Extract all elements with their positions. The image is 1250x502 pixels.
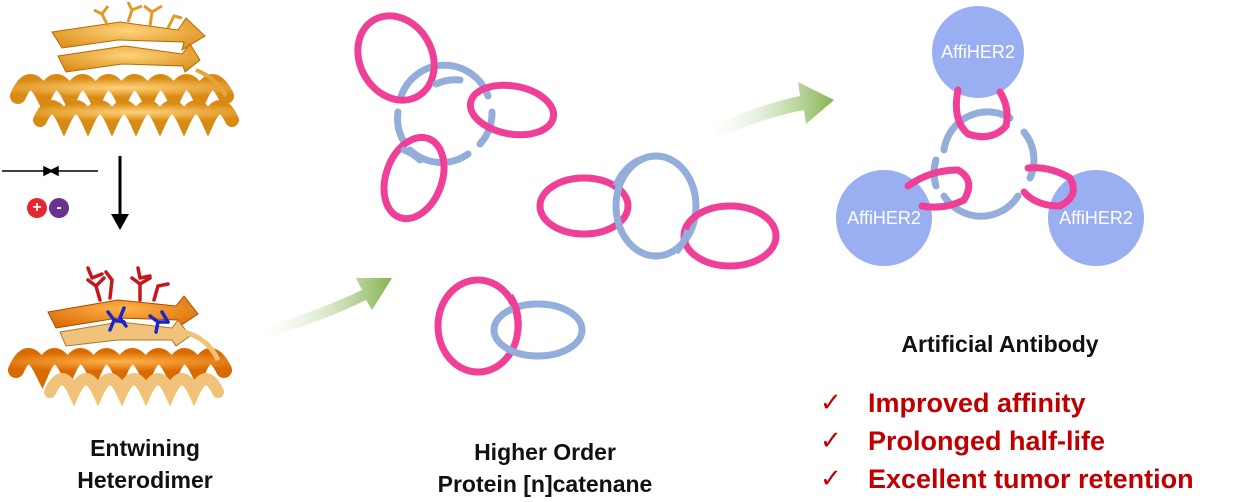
caption-heterodimer-line2: Heterodimer [77,467,213,493]
check-icon: ✓ [820,388,842,418]
catenane-linear-three [536,152,780,270]
check-icon: ✓ [820,426,842,456]
progression-arrow-2 [708,82,834,140]
caption-heterodimer-line1: Entwining [90,435,200,461]
benefit-text: Prolonged half-life [868,425,1106,456]
positive-charge-icon: + [27,198,47,218]
benefit-text: Improved affinity [868,387,1086,418]
antibody-assembly: AffiHER2 AffiHER2 AffiHER2 [836,6,1144,266]
caption-heterodimer: Entwining Heterodimer [50,432,240,496]
benefit-item: ✓ Excellent tumor retention [820,460,1194,498]
down-arrow [111,156,129,230]
sphere-left [836,170,932,266]
caption-antibody: Artificial Antibody [901,331,1099,357]
protein-structure-top [10,1,239,137]
protein-structure-bottom [8,266,232,407]
sphere-top [932,6,1024,98]
progression-arrow-1 [262,278,392,338]
caption-catenane-line1: Higher Order [474,439,616,465]
check-icon: ✓ [820,464,842,494]
benefit-text: Excellent tumor retention [868,463,1194,494]
catenane-two-ring [434,276,586,376]
sphere-right-label: AffiHER2 [1059,208,1133,228]
sphere-left-label: AffiHER2 [847,208,921,228]
benefit-item: ✓ Improved affinity [820,384,1194,422]
benefit-item: ✓ Prolonged half-life [820,422,1194,460]
caption-catenane-line2: Protein [n]catenane [437,471,653,497]
caption-catenane: Higher Order Protein [n]catenane [410,436,680,500]
benefit-list: ✓ Improved affinity ✓ Prolonged half-lif… [820,384,1194,498]
negative-charge-icon: - [49,198,69,218]
attraction-arrows [2,165,98,177]
catenane-triple-ring [354,12,558,223]
sphere-top-label: AffiHER2 [941,42,1015,62]
